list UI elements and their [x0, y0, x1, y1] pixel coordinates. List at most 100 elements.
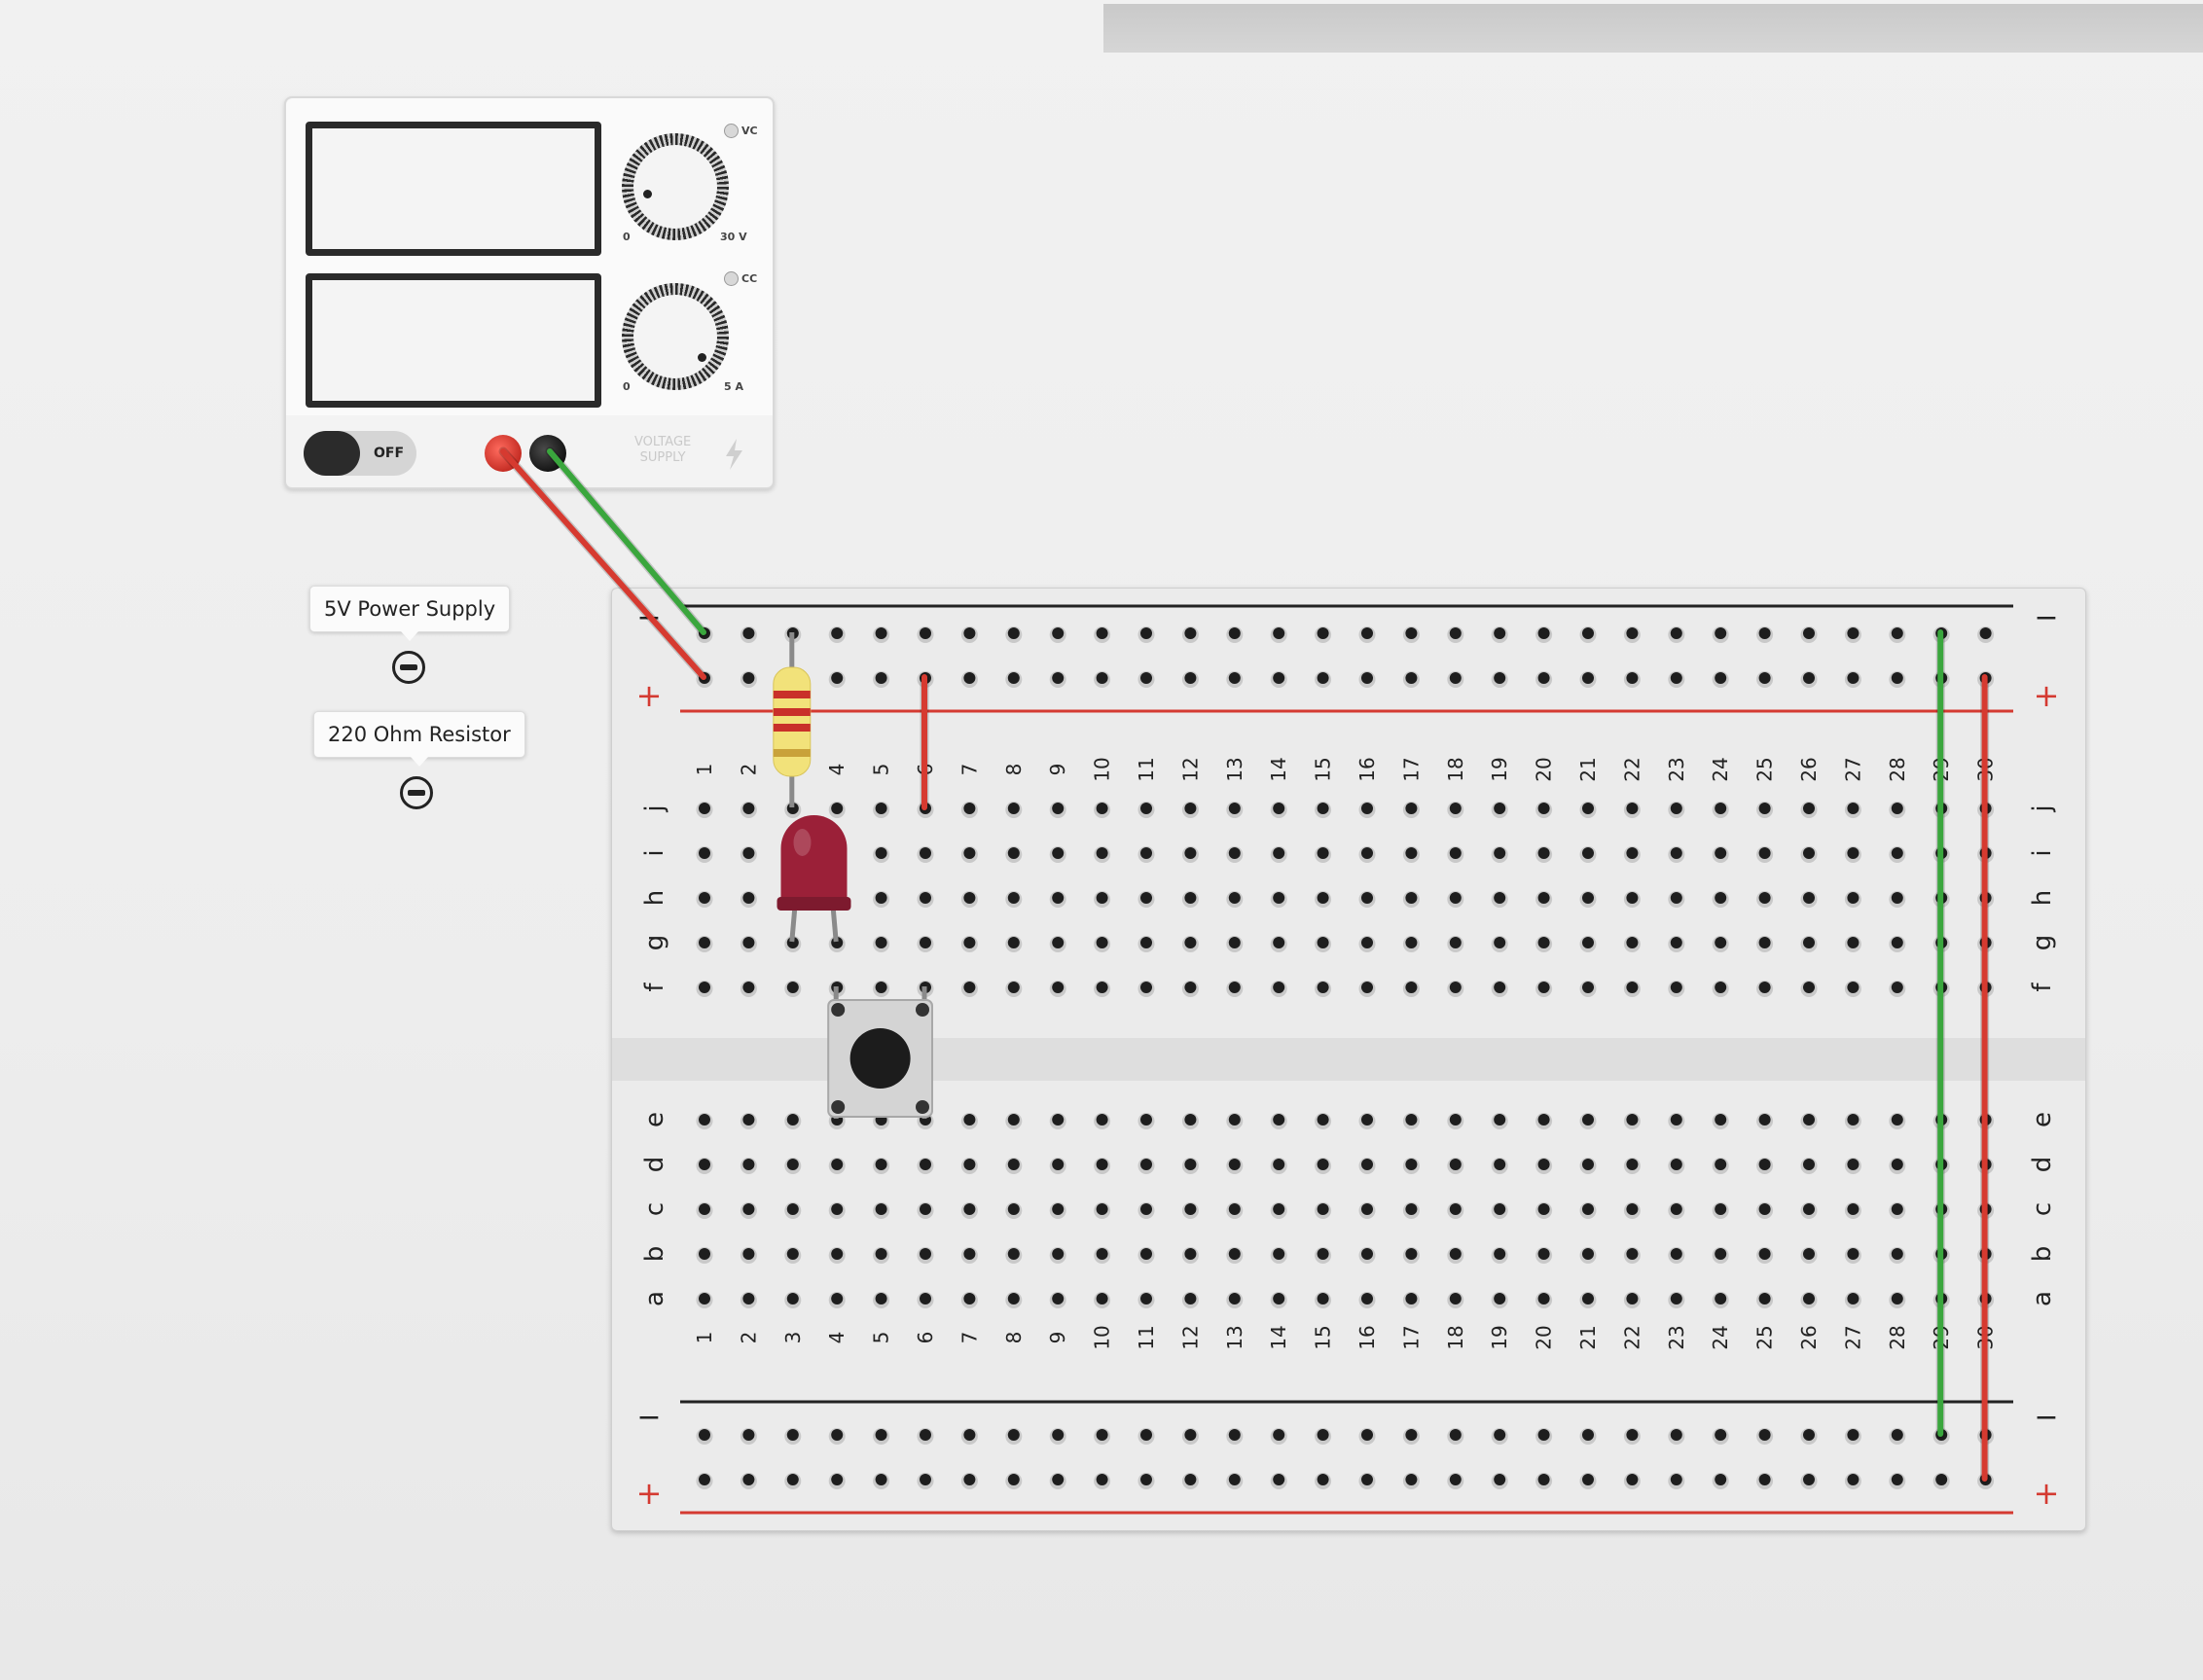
- breadboard-hole[interactable]: [1977, 802, 1995, 818]
- breadboard-hole[interactable]: [1535, 1247, 1553, 1264]
- breadboard-hole[interactable]: [1712, 1247, 1729, 1264]
- breadboard-hole[interactable]: [917, 1202, 934, 1219]
- breadboard-hole[interactable]: [1358, 802, 1376, 818]
- breadboard-hole[interactable]: [1977, 1247, 1995, 1264]
- breadboard-hole[interactable]: [1623, 1113, 1641, 1129]
- breadboard-hole[interactable]: [1094, 1247, 1111, 1264]
- power-supply[interactable]: VC 0 30 V CC 0 5 A OFF VOLTAGE SUPPLY: [284, 96, 775, 489]
- breadboard-hole[interactable]: [960, 1247, 978, 1264]
- breadboard-hole[interactable]: [1447, 891, 1464, 908]
- rail-hole[interactable]: [1181, 1473, 1199, 1489]
- rail-hole[interactable]: [917, 1473, 934, 1489]
- breadboard-hole[interactable]: [1138, 981, 1155, 997]
- breadboard-hole[interactable]: [1623, 802, 1641, 818]
- power-switch[interactable]: OFF: [304, 431, 416, 476]
- breadboard-hole[interactable]: [1181, 802, 1199, 818]
- breadboard-hole[interactable]: [1181, 1292, 1199, 1308]
- breadboard-hole[interactable]: [1138, 1202, 1155, 1219]
- rail-hole[interactable]: [1005, 1473, 1023, 1489]
- breadboard-hole[interactable]: [1668, 1113, 1685, 1129]
- breadboard-hole[interactable]: [960, 1158, 978, 1174]
- breadboard-hole[interactable]: [1977, 891, 1995, 908]
- breadboard-hole[interactable]: [1977, 1202, 1995, 1219]
- rail-hole[interactable]: [1800, 1473, 1818, 1489]
- rail-hole[interactable]: [1889, 671, 1906, 688]
- breadboard-hole[interactable]: [1181, 981, 1199, 997]
- breadboard-hole[interactable]: [1049, 1292, 1066, 1308]
- breadboard-hole[interactable]: [1315, 1292, 1332, 1308]
- current-knob[interactable]: [622, 283, 729, 390]
- breadboard-hole[interactable]: [1181, 936, 1199, 952]
- breadboard-hole[interactable]: [1668, 1292, 1685, 1308]
- rail-hole[interactable]: [1623, 626, 1641, 643]
- rail-hole[interactable]: [1447, 626, 1464, 643]
- rail-hole[interactable]: [960, 671, 978, 688]
- breadboard-hole[interactable]: [740, 1202, 757, 1219]
- breadboard-hole[interactable]: [1005, 1247, 1023, 1264]
- breadboard-hole[interactable]: [1094, 1202, 1111, 1219]
- rail-hole[interactable]: [1712, 671, 1729, 688]
- breadboard-hole[interactable]: [1932, 1247, 1950, 1264]
- breadboard-hole[interactable]: [828, 802, 846, 818]
- breadboard-hole[interactable]: [1977, 846, 1995, 863]
- rail-hole[interactable]: [1181, 626, 1199, 643]
- breadboard-hole[interactable]: [1579, 1292, 1597, 1308]
- breadboard-hole[interactable]: [1844, 981, 1861, 997]
- rail-hole[interactable]: [1049, 626, 1066, 643]
- breadboard-hole[interactable]: [1844, 1292, 1861, 1308]
- breadboard-hole[interactable]: [696, 1202, 713, 1219]
- rail-hole[interactable]: [1889, 1473, 1906, 1489]
- breadboard-hole[interactable]: [828, 981, 846, 997]
- rail-hole[interactable]: [1358, 1428, 1376, 1445]
- breadboard-hole[interactable]: [1005, 1158, 1023, 1174]
- breadboard-hole[interactable]: [1668, 1202, 1685, 1219]
- breadboard-hole[interactable]: [1844, 1247, 1861, 1264]
- rail-hole[interactable]: [1889, 626, 1906, 643]
- breadboard-hole[interactable]: [1447, 1247, 1464, 1264]
- breadboard-hole[interactable]: [1005, 981, 1023, 997]
- breadboard-hole[interactable]: [1800, 1158, 1818, 1174]
- rail-hole[interactable]: [1005, 626, 1023, 643]
- breadboard-hole[interactable]: [1005, 1292, 1023, 1308]
- breadboard-hole[interactable]: [1447, 1292, 1464, 1308]
- breadboard-hole[interactable]: [1358, 936, 1376, 952]
- breadboard-hole[interactable]: [1315, 891, 1332, 908]
- rail-hole[interactable]: [1447, 671, 1464, 688]
- breadboard-hole[interactable]: [1491, 1158, 1508, 1174]
- rail-hole[interactable]: [1138, 1473, 1155, 1489]
- breadboard-hole[interactable]: [1358, 1247, 1376, 1264]
- breadboard-hole[interactable]: [1226, 1292, 1244, 1308]
- breadboard-hole[interactable]: [1668, 846, 1685, 863]
- breadboard-hole[interactable]: [1491, 891, 1508, 908]
- breadboard-hole[interactable]: [1579, 802, 1597, 818]
- breadboard-hole[interactable]: [1226, 1113, 1244, 1129]
- rail-hole[interactable]: [1756, 1473, 1774, 1489]
- breadboard-hole[interactable]: [1138, 1247, 1155, 1264]
- breadboard-hole[interactable]: [828, 1202, 846, 1219]
- breadboard-hole[interactable]: [1535, 846, 1553, 863]
- breadboard-hole[interactable]: [960, 936, 978, 952]
- rail-hole[interactable]: [960, 626, 978, 643]
- breadboard-hole[interactable]: [1623, 1292, 1641, 1308]
- rail-hole[interactable]: [917, 671, 934, 688]
- breadboard-hole[interactable]: [1623, 846, 1641, 863]
- breadboard-hole[interactable]: [1932, 1202, 1950, 1219]
- breadboard-hole[interactable]: [917, 1158, 934, 1174]
- breadboard-hole[interactable]: [1800, 1247, 1818, 1264]
- breadboard-hole[interactable]: [1181, 846, 1199, 863]
- breadboard-hole[interactable]: [1181, 1158, 1199, 1174]
- breadboard-hole[interactable]: [960, 1202, 978, 1219]
- breadboard-hole[interactable]: [917, 1292, 934, 1308]
- breadboard-hole[interactable]: [1270, 1247, 1287, 1264]
- rail-hole[interactable]: [1623, 1428, 1641, 1445]
- breadboard-hole[interactable]: [1844, 891, 1861, 908]
- breadboard-hole[interactable]: [1402, 1202, 1420, 1219]
- breadboard-hole[interactable]: [828, 846, 846, 863]
- rail-hole[interactable]: [1579, 1473, 1597, 1489]
- breadboard-hole[interactable]: [1049, 891, 1066, 908]
- breadboard-hole[interactable]: [1623, 936, 1641, 952]
- breadboard-hole[interactable]: [1579, 891, 1597, 908]
- rail-hole[interactable]: [828, 671, 846, 688]
